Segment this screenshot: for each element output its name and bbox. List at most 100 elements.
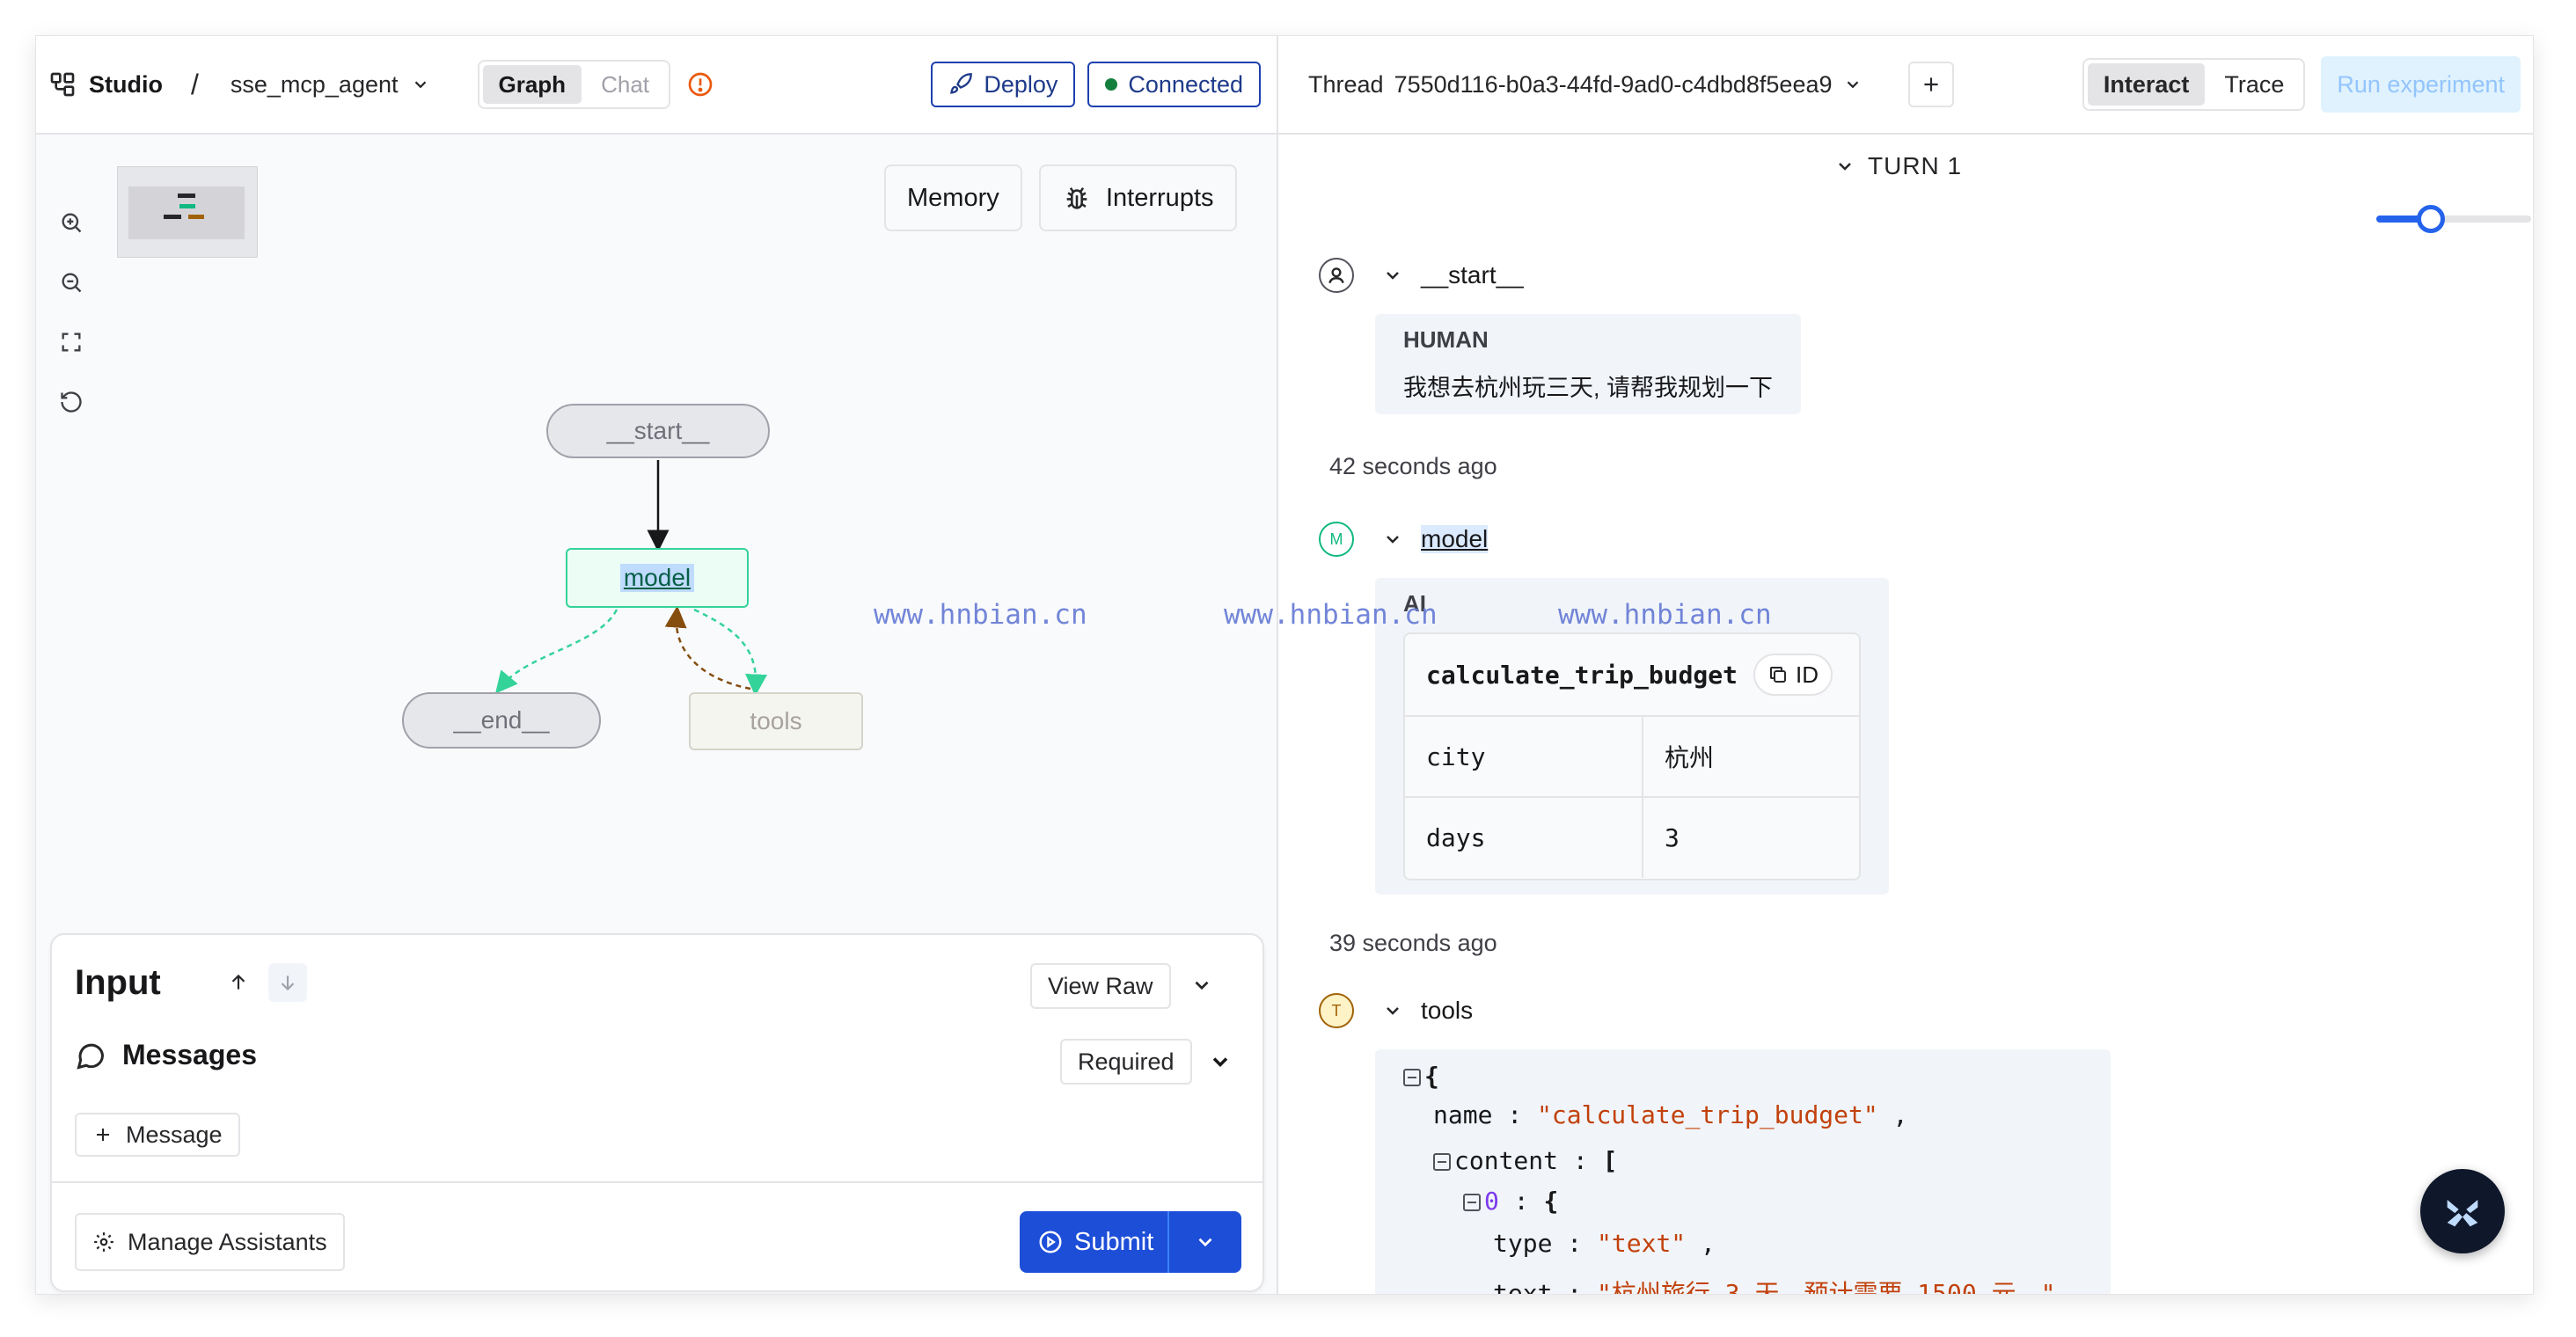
collapse-up-button[interactable]	[219, 963, 258, 1002]
table-row: days 3	[1405, 796, 1859, 878]
manage-assistants-label: Manage Assistants	[128, 1228, 327, 1255]
step-tools-header[interactable]: T tools	[1319, 993, 1473, 1028]
tab-trace[interactable]: Trace	[2224, 70, 2285, 98]
zoom-in-icon	[59, 210, 84, 235]
submit-label: Submit	[1074, 1227, 1154, 1256]
submit-button[interactable]: Submit	[1020, 1211, 1167, 1273]
plus-icon	[1920, 73, 1943, 96]
step-start-header[interactable]: __start__	[1319, 258, 1524, 293]
collapse-down-button[interactable]	[268, 963, 307, 1002]
bug-icon	[1062, 183, 1092, 213]
step-name: tools	[1421, 997, 1474, 1024]
step-model-header[interactable]: M model	[1319, 522, 1489, 557]
thread-toolbar: Thread 7550d116-b0a3-44fd-9ad0-c4dbd8f5e…	[1278, 36, 2533, 135]
tab-graph[interactable]: Graph	[482, 65, 582, 104]
view-raw-button[interactable]: View Raw	[1030, 963, 1171, 1009]
json-open[interactable]: {	[1403, 1062, 1439, 1091]
turn-label: TURN 1	[1868, 152, 1963, 179]
app-window: Studio / sse_mcp_agent Graph Chat Deploy…	[35, 35, 2534, 1295]
minimap[interactable]	[117, 166, 258, 258]
arrow-down-icon	[276, 971, 299, 994]
collapse-toggle-icon[interactable]	[1463, 1194, 1481, 1211]
run-experiment-button[interactable]: Run experiment	[2321, 56, 2521, 113]
tool-call-header: calculate_trip_budget ID	[1405, 634, 1859, 715]
edge-model-tools	[693, 608, 768, 697]
graph-node-start[interactable]: __start__	[546, 404, 770, 458]
new-thread-button[interactable]	[1907, 62, 1954, 107]
reset-layout-button[interactable]	[55, 386, 87, 418]
info-icon[interactable]	[686, 70, 714, 99]
chevron-down-icon[interactable]	[1190, 974, 1213, 997]
zoom-out-button[interactable]	[55, 267, 87, 298]
message-content[interactable]: 我想去杭州玩三天, 请帮我规划一下	[1403, 375, 1774, 401]
turn-slider[interactable]	[2376, 205, 2531, 233]
zoom-in-button[interactable]	[55, 207, 87, 238]
watermark: www.hnbian.cn	[874, 599, 1087, 631]
add-message-label: Message	[126, 1121, 223, 1148]
manage-assistants-button[interactable]: Manage Assistants	[75, 1213, 345, 1271]
panel-divider[interactable]	[1277, 36, 1278, 1294]
deploy-label: Deploy	[984, 70, 1058, 98]
gear-icon	[92, 1231, 115, 1253]
table-row: city 杭州	[1405, 715, 1859, 797]
assistant-fab-button[interactable]	[2420, 1169, 2505, 1253]
breadcrumb-separator: /	[190, 68, 199, 100]
chevron-down-icon	[1834, 156, 1855, 177]
connection-status-button[interactable]: Connected	[1087, 62, 1261, 107]
studio-home[interactable]: Studio	[48, 70, 163, 99]
edge-model-end	[494, 609, 618, 694]
graph-canvas[interactable]: Memory Interrupts __start__ model __end_…	[36, 135, 1277, 1294]
json-key: content	[1454, 1146, 1559, 1175]
turn-slider-handle[interactable]	[2416, 205, 2445, 233]
json-line: type : "text" ,	[1493, 1229, 1716, 1258]
submit-split	[1167, 1211, 1169, 1273]
message-role: AI	[1403, 590, 1426, 617]
copy-id-label: ID	[1796, 661, 1819, 688]
status-label: Connected	[1128, 70, 1243, 98]
chevron-down-icon	[1382, 1000, 1403, 1021]
copy-icon	[1767, 664, 1789, 685]
tab-interact[interactable]: Interact	[2087, 63, 2206, 106]
arg-value[interactable]: 杭州	[1643, 715, 1859, 797]
required-badge: Required	[1060, 1039, 1192, 1085]
messages-field-label: Messages	[75, 1039, 257, 1071]
json-value[interactable]: "calculate_trip_budget"	[1537, 1100, 1878, 1129]
fit-view-button[interactable]	[55, 326, 87, 358]
interrupts-button[interactable]: Interrupts	[1039, 164, 1237, 231]
input-title: Input	[75, 963, 161, 1002]
message-circle-icon	[75, 1040, 106, 1071]
json-key: name	[1433, 1100, 1493, 1129]
collapse-toggle-icon[interactable]	[1433, 1153, 1451, 1171]
json-value[interactable]: "text"	[1597, 1229, 1687, 1258]
turn-header[interactable]: TURN 1	[1834, 152, 1962, 180]
submit-button-group: Submit	[1020, 1211, 1241, 1273]
deploy-button[interactable]: Deploy	[931, 62, 1076, 107]
edge-tools-model	[664, 605, 751, 690]
graph-node-end[interactable]: __end__	[402, 692, 601, 749]
thread-id: 7550d116-b0a3-44fd-9ad0-c4dbd8f5eea9	[1394, 70, 1833, 98]
project-selector[interactable]: sse_mcp_agent	[231, 71, 430, 99]
watermark: www.hnbian.cn	[1224, 599, 1438, 631]
json-line: name : "calculate_trip_budget" ,	[1433, 1100, 1908, 1129]
zoom-out-icon	[59, 270, 84, 295]
graph-node-tools[interactable]: tools	[689, 692, 863, 750]
json-line: 0 : {	[1463, 1187, 1558, 1216]
graph-node-model[interactable]: model	[566, 548, 749, 608]
thread-selector[interactable]: Thread 7550d116-b0a3-44fd-9ad0-c4dbd8f5e…	[1308, 71, 1862, 99]
json-index: 0	[1484, 1187, 1499, 1216]
rocket-icon	[948, 72, 973, 97]
chevron-down-icon	[1843, 75, 1862, 94]
rotate-ccw-icon	[59, 390, 84, 414]
add-message-button[interactable]: Message	[75, 1113, 240, 1157]
chevron-down-icon[interactable]	[1208, 1049, 1233, 1074]
submit-options-button[interactable]	[1169, 1231, 1241, 1253]
run-panel[interactable]: TURN 1 __start__ HUMAN 我想去杭州玩三天, 请帮我规划一下…	[1278, 135, 2533, 1295]
step-name: model	[1421, 525, 1489, 553]
collapse-toggle-icon[interactable]	[1403, 1069, 1421, 1086]
json-value[interactable]: "杭州旅行 3 天，预计需要 1500 元。"	[1597, 1279, 2056, 1295]
tab-chat[interactable]: Chat	[601, 70, 649, 98]
memory-button[interactable]: Memory	[884, 164, 1022, 231]
timestamp: 42 seconds ago	[1329, 453, 1497, 479]
copy-id-button[interactable]: ID	[1753, 654, 1833, 696]
arg-value[interactable]: 3	[1643, 796, 1859, 878]
